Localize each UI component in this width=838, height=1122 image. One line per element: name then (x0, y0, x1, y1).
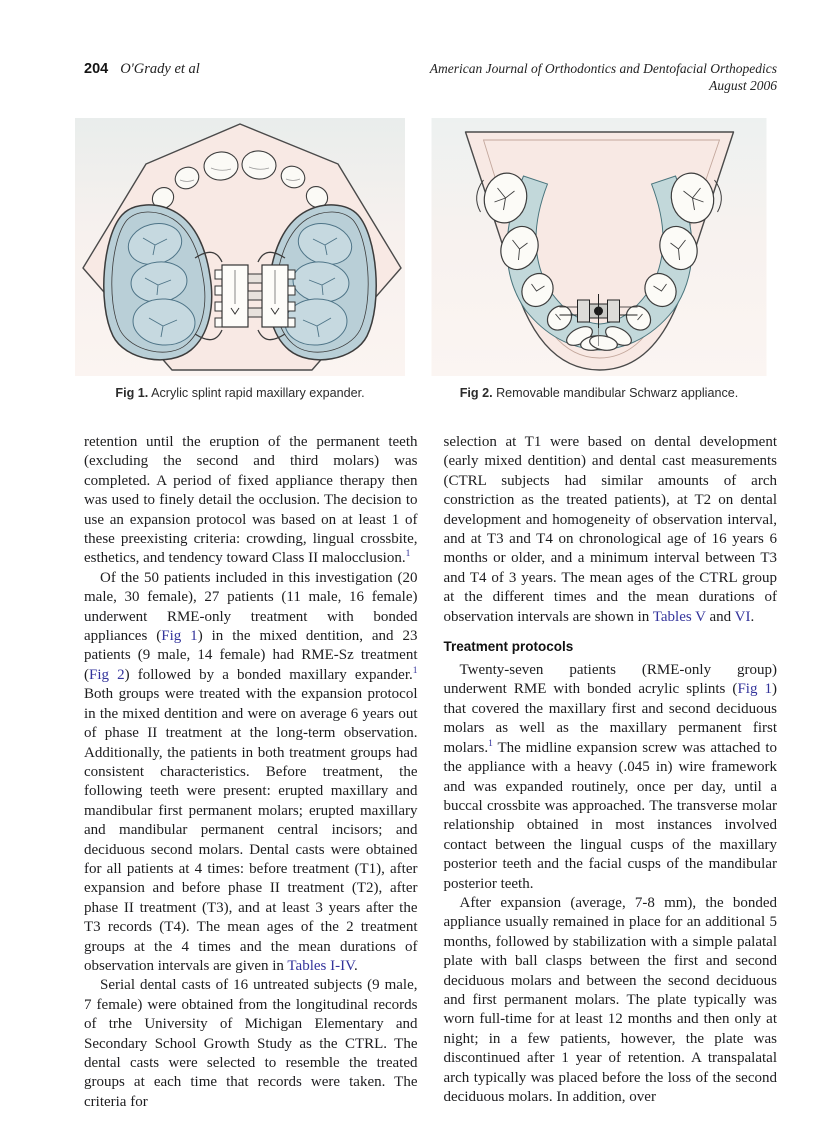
figure-1-caption: Fig 1. Acrylic splint rapid maxillary ex… (75, 386, 405, 400)
figures-row: Fig 1. Acrylic splint rapid maxillary ex… (75, 118, 767, 400)
journal-title-block: American Journal of Orthodontics and Den… (430, 60, 777, 94)
schwarz-expansion-screw (559, 294, 638, 346)
acrylic-splint-left (103, 204, 213, 361)
paragraph: Of the 50 patients included in this inve… (84, 569, 418, 974)
figure-1-label: Fig 1. (115, 386, 149, 400)
anterior-teeth-detail (179, 166, 301, 182)
article-body: retention until the eruption of the perm… (84, 433, 777, 1112)
figure-2-caption: Fig 2. Removable mandibular Schwarz appl… (431, 386, 767, 400)
mandibular-schwarz-illustration (431, 118, 767, 376)
page-number: 204 (84, 61, 109, 77)
page-header: 204 O'Grady et al American Journal of Or… (84, 60, 777, 94)
cross-reference-link[interactable]: VI (734, 608, 751, 625)
cross-reference-link[interactable]: Fig 1 (161, 628, 198, 645)
issue-date: August 2006 (709, 78, 777, 93)
maxillary-expander-drawing (75, 118, 405, 376)
figure-2: Fig 2. Removable mandibular Schwarz appl… (431, 118, 767, 400)
paragraph: After expansion (average, 7-8 mm), the b… (443, 894, 778, 1105)
figure-2-caption-text: Removable mandibular Schwarz appliance. (496, 386, 739, 400)
running-authors: O'Grady et al (120, 61, 200, 77)
citation-reference[interactable]: 1 (412, 665, 418, 676)
citation-reference[interactable]: 1 (405, 549, 411, 560)
paragraph: Serial dental casts of 16 untreated subj… (84, 977, 418, 1110)
journal-name: American Journal of Orthodontics and Den… (429, 61, 777, 76)
anterior-teeth (151, 150, 329, 209)
mandibular-schwarz-drawing (431, 118, 767, 376)
right-column: selection at T1 were based on dental dev… (444, 433, 778, 1112)
teeth-left-fissures (494, 187, 561, 321)
paragraph: Twenty-seven patients (RME-only group) u… (443, 662, 778, 892)
cross-reference-link[interactable]: Fig 2 (89, 666, 125, 683)
paragraph: retention until the eruption of the perm… (84, 434, 418, 567)
figure-2-label: Fig 2. (459, 386, 493, 400)
figure-1-caption-text: Acrylic splint rapid maxillary expander. (151, 386, 365, 400)
cross-reference-link[interactable]: Tables V (652, 608, 706, 625)
paragraph: selection at T1 were based on dental dev… (443, 434, 778, 625)
expansion-screw (194, 251, 296, 341)
cross-reference-link[interactable]: Tables I-IV (287, 957, 354, 974)
citation-reference[interactable]: 1 (488, 738, 493, 749)
cross-reference-link[interactable]: Fig 1 (737, 681, 772, 698)
molar-clasp-wires (476, 179, 722, 213)
teeth-right (589, 172, 715, 351)
maxillary-expander-illustration (75, 118, 405, 376)
figure-1: Fig 1. Acrylic splint rapid maxillary ex… (75, 118, 405, 400)
section-heading: Treatment protocols (443, 639, 574, 655)
left-column: retention until the eruption of the perm… (84, 433, 418, 1112)
